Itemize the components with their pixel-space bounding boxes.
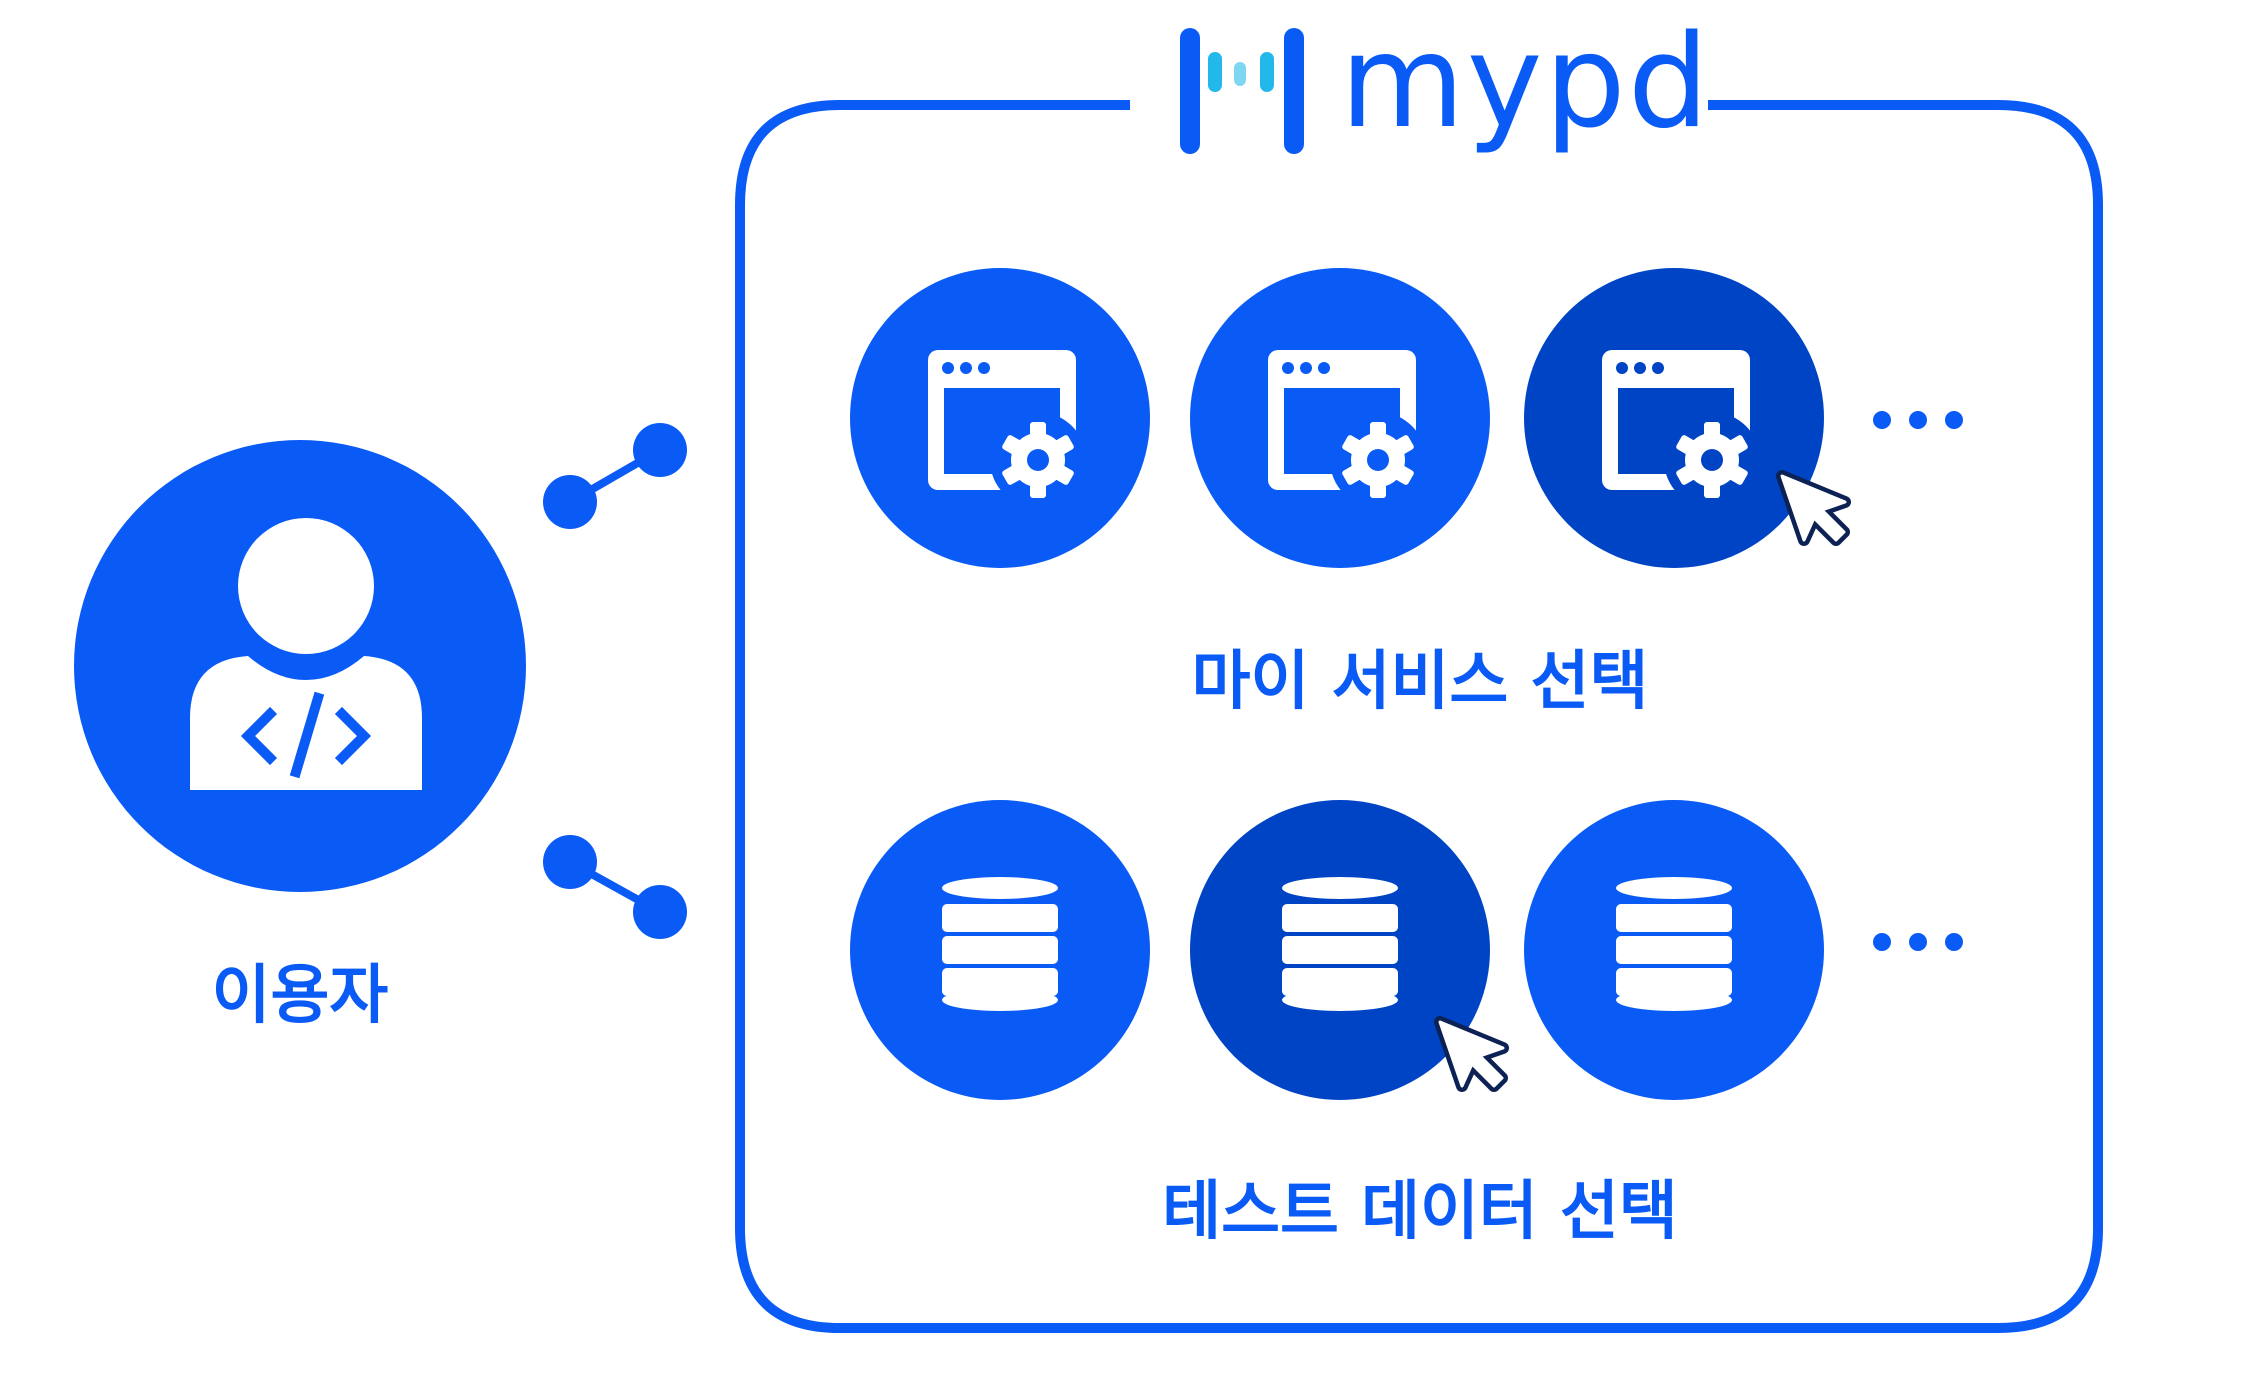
- data-option-3[interactable]: [1524, 800, 1824, 1100]
- user-label: 이용자: [211, 959, 389, 1033]
- data-row-label: 테스트 데이터 선택: [1162, 1175, 1678, 1249]
- data-option-1[interactable]: [850, 800, 1150, 1100]
- logo-wordmark: mypd: [1340, 8, 1711, 157]
- browser-settings-icon: [1602, 350, 1760, 508]
- more-data-ellipsis[interactable]: [1873, 933, 1963, 951]
- data-option-2-selected[interactable]: [1190, 800, 1490, 1100]
- service-row-label: 마이 서비스 선택: [1191, 645, 1649, 719]
- mouse-cursor-icon: [1782, 476, 1845, 540]
- service-option-2[interactable]: [1190, 268, 1490, 568]
- service-option-3-selected[interactable]: [1524, 268, 1824, 568]
- connector-top: [543, 423, 687, 529]
- connector-bottom: [543, 835, 687, 939]
- developer-user-icon: [190, 518, 422, 790]
- logo-mark-icon: [1180, 28, 1304, 154]
- mouse-cursor-icon: [1440, 1022, 1503, 1086]
- browser-settings-icon: [928, 350, 1086, 508]
- service-option-1[interactable]: [850, 268, 1150, 568]
- browser-settings-icon: [1268, 350, 1426, 508]
- user-node: [74, 440, 526, 892]
- more-services-ellipsis[interactable]: [1873, 411, 1963, 429]
- service-panel: [735, 100, 2103, 1333]
